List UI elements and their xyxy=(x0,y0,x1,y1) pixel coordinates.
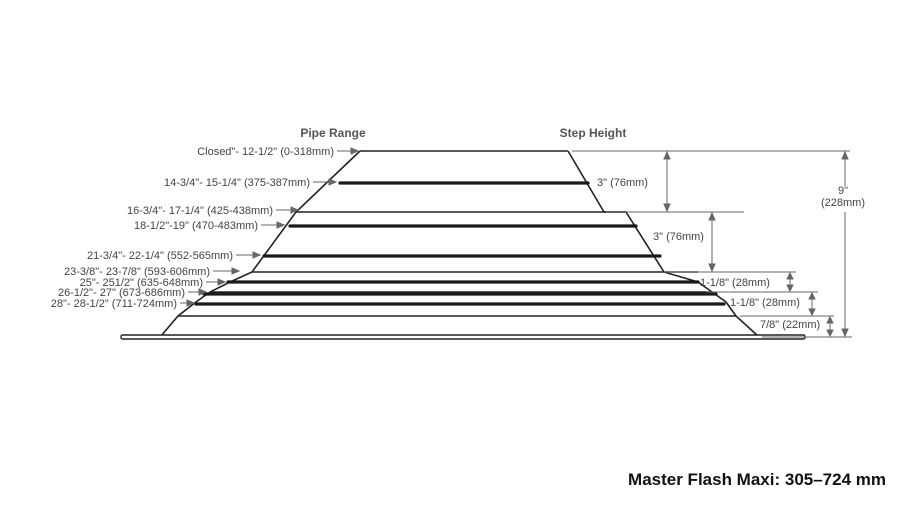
pipe-range-arrows xyxy=(180,147,360,307)
pipe-range-header: Pipe Range xyxy=(300,126,366,140)
pipe-range-label: Closed"- 12-1/2" (0-318mm) xyxy=(197,146,334,158)
base-flange xyxy=(120,334,806,340)
step-height-label: 1-1/8" (28mm) xyxy=(700,277,770,289)
product-caption: Master Flash Maxi: 305–724 mm xyxy=(628,470,886,489)
pipe-range-label: 14-3/4"- 15-1/4" (375-387mm) xyxy=(164,177,310,189)
left-profile xyxy=(160,150,361,337)
step-height-label: 3" (76mm) xyxy=(653,231,704,243)
pipe-range-label: 16-3/4"- 17-1/4" (425-438mm) xyxy=(127,205,273,217)
total-height-metric: (228mm) xyxy=(821,197,865,209)
step-height-label: 7/8" (22mm) xyxy=(760,319,820,331)
step-height-label: 1-1/8" (28mm) xyxy=(730,297,800,309)
step-height-label: 3" (76mm) xyxy=(597,177,648,189)
step-height-labels: 3" (76mm) 3" (76mm) 1-1/8" (28mm) 1-1/8"… xyxy=(597,177,820,331)
pipe-range-label: 21-3/4"- 22-1/4" (552-565mm) xyxy=(87,250,233,262)
pipe-range-label: 25"- 251/2" (635-648mm) xyxy=(80,277,203,289)
total-height-value: 9" xyxy=(838,185,848,197)
pipe-range-labels: Closed"- 12-1/2" (0-318mm) 14-3/4"- 15-1… xyxy=(51,146,334,310)
pipe-range-label: 28"- 28-1/2" (711-724mm) xyxy=(51,298,177,310)
step-height-dimensions xyxy=(572,150,852,338)
pipe-range-label: 26-1/2"- 27" (673-686mm) xyxy=(58,287,185,299)
cut-rings xyxy=(194,181,726,306)
pipe-range-label: 23-3/8"- 23-7/8" (593-606mm) xyxy=(64,266,210,278)
pipe-range-label: 18-1/2"-19" (470-483mm) xyxy=(134,220,258,232)
step-height-header: Step Height xyxy=(560,126,627,140)
